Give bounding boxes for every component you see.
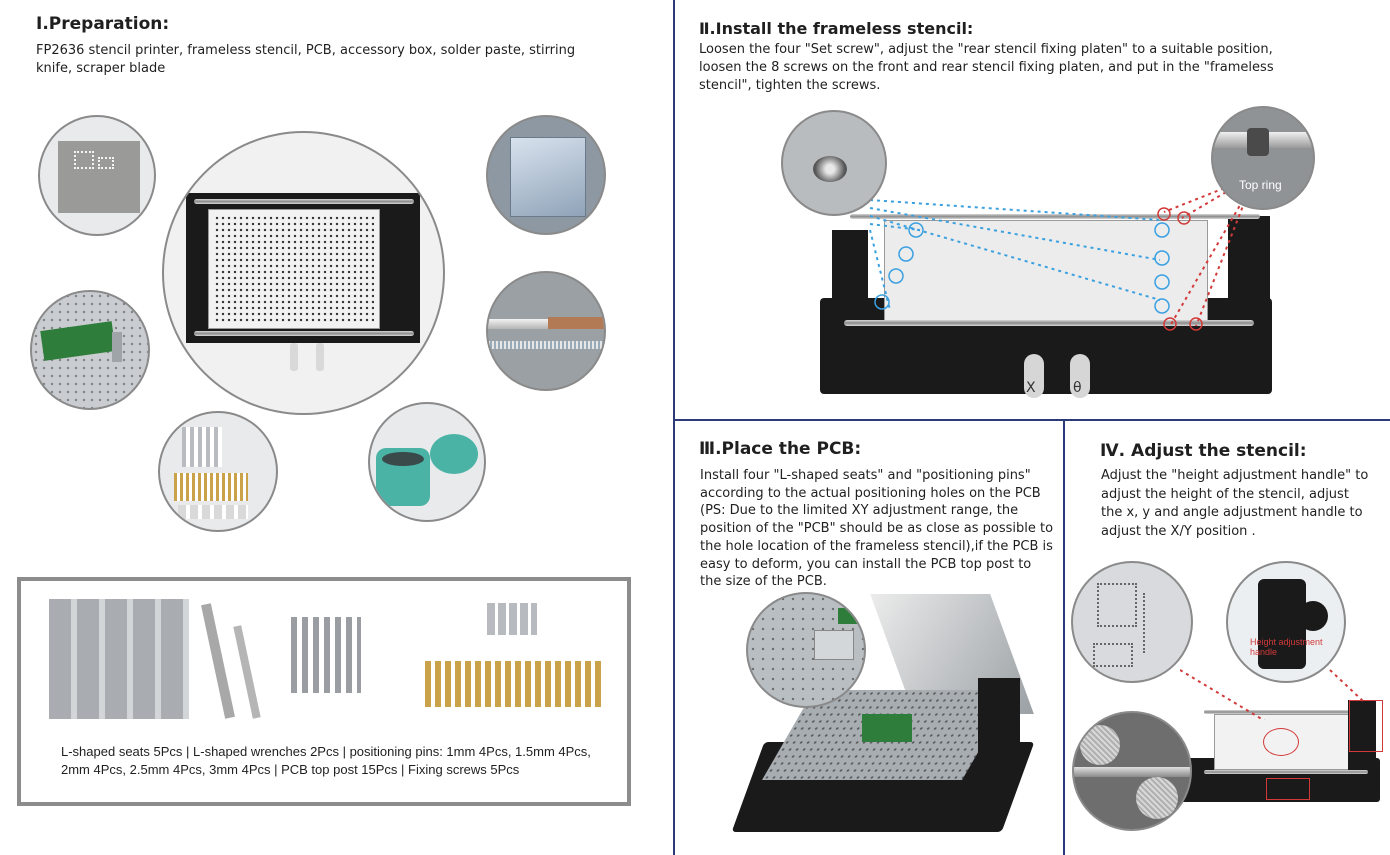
- section-title-place-pcb: Ⅲ.Place the PCB:: [699, 439, 862, 459]
- printer-photo: [162, 131, 445, 415]
- x-knob-label: X: [1026, 380, 1036, 396]
- height-handle-highlight: [1349, 700, 1383, 752]
- l-shaped-seats-photo: [49, 599, 189, 719]
- pcb-photo: [30, 290, 150, 410]
- l-wrench-photo-2: [233, 625, 261, 719]
- divider-main-vertical: [673, 0, 675, 855]
- preparation-text: FP2636 stencil printer, frameless stenci…: [36, 43, 576, 76]
- height-handle-zoom: Height adjustment handle: [1226, 561, 1346, 683]
- fixing-screws-photo: [487, 603, 537, 635]
- pcb-top-post-photo: [425, 661, 603, 707]
- theta-knob-label: θ: [1073, 380, 1082, 396]
- stirring-knife-photo: [486, 271, 606, 391]
- solder-paste-photo: [368, 402, 486, 522]
- stencil-zoom: [1071, 561, 1193, 683]
- divider-lower-vertical: [1063, 421, 1065, 855]
- place-pcb-text: Install four "L-shaped seats" and "posit…: [700, 468, 1054, 590]
- set-screw-callout-lines: [869, 199, 1170, 314]
- accessory-caption: L-shaped seats 5Pcs | L-shaped wrenches …: [61, 744, 591, 777]
- top-ring-zoom: Top ring: [1211, 106, 1315, 210]
- pcb-printer-photo: [731, 594, 1054, 840]
- pins-photo: [158, 411, 278, 532]
- accessory-box: L-shaped seats 5Pcs | L-shaped wrenches …: [17, 577, 631, 806]
- printer-stencil-photo: X θ: [820, 190, 1290, 412]
- stencil-photo: [38, 115, 156, 236]
- section-title-adjust-stencil: Ⅳ. Adjust the stencil:: [1100, 441, 1307, 461]
- section-title-install-stencil: Ⅱ.Install the frameless stencil:: [699, 19, 974, 38]
- l-seat-zoom: [746, 592, 866, 708]
- divider-horizontal: [675, 419, 1390, 421]
- xy-knob-zoom: [1072, 711, 1192, 831]
- scraper-photo: [486, 115, 606, 235]
- height-adjustment-label: Height adjustment handle: [1250, 637, 1323, 657]
- section-title-preparation: Ⅰ.Preparation:: [36, 14, 170, 34]
- xy-handle-highlight: [1266, 778, 1310, 800]
- positioning-pins-photo: [291, 617, 361, 693]
- l-wrench-photo: [201, 603, 235, 719]
- adjust-stencil-text: Adjust the "height adjustment handle" to…: [1101, 468, 1369, 540]
- set-screw-zoom: [781, 110, 887, 216]
- stencil-center-highlight: [1263, 728, 1299, 756]
- top-ring-label: Top ring: [1239, 178, 1282, 192]
- adjust-callout-lines: [1180, 669, 1365, 720]
- install-stencil-text: Loosen the four "Set screw", adjust the …: [699, 42, 1274, 93]
